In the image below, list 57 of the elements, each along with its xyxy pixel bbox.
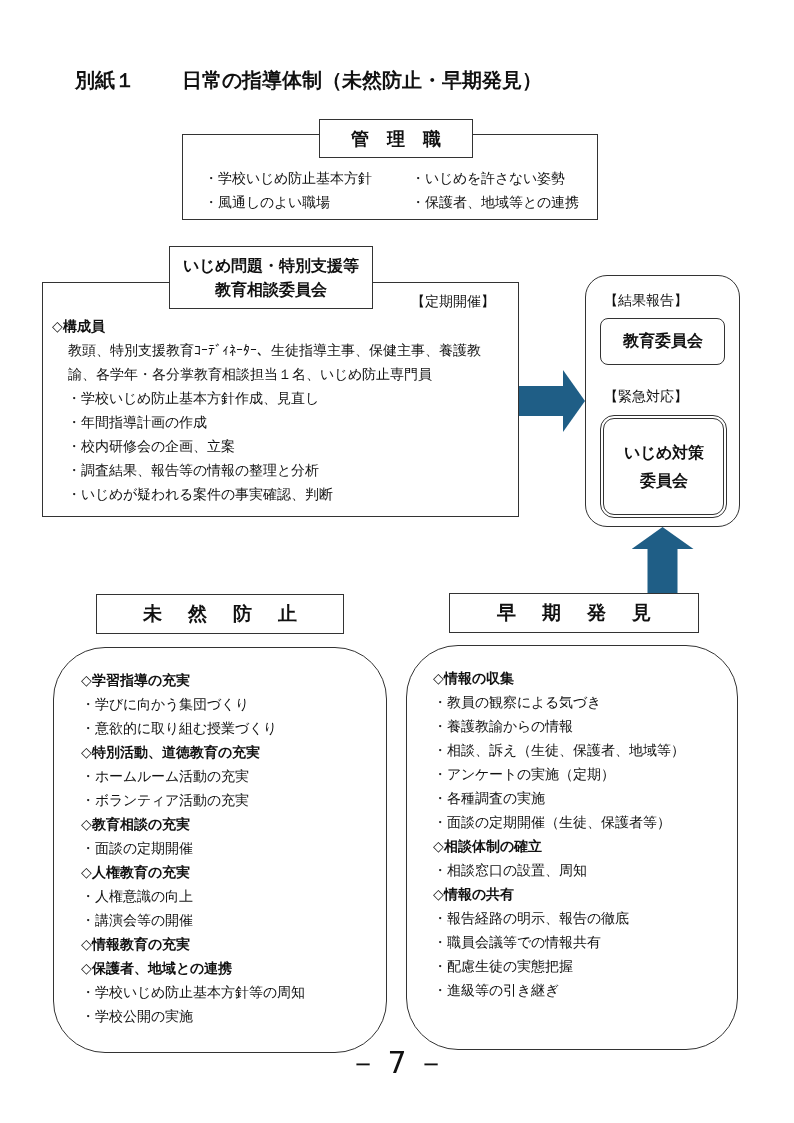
list-item: ・学校いじめ防止基本方針 bbox=[204, 169, 372, 188]
list-item: ・学校いじめ防止基本方針作成、見直し bbox=[67, 389, 319, 408]
list-heading: ◇情報の共有 bbox=[433, 885, 514, 904]
list-item: ・校内研修会の企画、立案 bbox=[67, 437, 235, 456]
list-item: ・教員の観察による気づき bbox=[433, 693, 601, 712]
list-item: ・意欲的に取り組む授業づくり bbox=[81, 719, 277, 738]
block-arrow bbox=[631, 527, 694, 593]
list-item: ・年間指導計画の作成 bbox=[67, 413, 207, 432]
page-number: － 7 － bbox=[347, 1046, 447, 1080]
list-item: ・面談の定期開催 bbox=[81, 839, 193, 858]
list-item: ・ボランティア活動の充実 bbox=[81, 791, 249, 810]
list-item: ・面談の定期開催（生徒、保護者等） bbox=[433, 813, 671, 832]
list-heading: ◇学習指導の充実 bbox=[81, 671, 190, 690]
double-rounded-box: いじめ対策委員会 bbox=[600, 415, 727, 518]
list-item: ・相談窓口の設置、周知 bbox=[433, 861, 587, 880]
list-heading: ◇相談体制の確立 bbox=[433, 837, 542, 856]
page-title: 日常の指導体制（未然防止・早期発見） bbox=[182, 67, 542, 93]
rounded-frame bbox=[585, 275, 740, 527]
heading-tab: 管理職 bbox=[319, 119, 473, 158]
list-item: ・人権意識の向上 bbox=[81, 887, 193, 906]
list-item: ・職員会議等での情報共有 bbox=[433, 933, 601, 952]
list-item: ・いじめが疑われる案件の事実確認、判断 bbox=[67, 485, 333, 504]
bracket-note: 【結果報告】 bbox=[604, 291, 688, 310]
list-heading: ◇情報教育の充実 bbox=[81, 935, 190, 954]
list-item: ・アンケートの実施（定期） bbox=[433, 765, 615, 784]
attachment-label: 別紙１ bbox=[75, 67, 135, 93]
list-item: ・進級等の引き継ぎ bbox=[433, 981, 559, 1000]
list-item: ・ホームルーム活動の充実 bbox=[81, 767, 249, 786]
heading-box: 早期発見 bbox=[449, 593, 699, 633]
list-heading: ◇教育相談の充実 bbox=[81, 815, 190, 834]
list-item: ・講演会等の開催 bbox=[81, 911, 193, 930]
list-item: ・学びに向かう集団づくり bbox=[81, 695, 249, 714]
rounded-box: 教育委員会 bbox=[600, 318, 725, 365]
list-item: ・養護教諭からの情報 bbox=[433, 717, 573, 736]
list-item: ・調査結果、報告等の情報の整理と分析 bbox=[67, 461, 319, 480]
bracket-note: 【緊急対応】 bbox=[604, 387, 688, 406]
list-item: ・報告経路の明示、報告の徹底 bbox=[433, 909, 629, 928]
list-heading: ◇人権教育の充実 bbox=[81, 863, 190, 882]
list-item: ・配慮生徒の実態把握 bbox=[433, 957, 573, 976]
block-arrow bbox=[519, 370, 585, 432]
list-heading: ◇情報の収集 bbox=[433, 669, 514, 688]
rounded-panel bbox=[406, 645, 738, 1050]
list-item: ・いじめを許さない姿勢 bbox=[411, 169, 565, 188]
rounded-panel bbox=[53, 647, 387, 1053]
list-item: ・保護者、地域等との連携 bbox=[411, 193, 579, 212]
member-list-text: 教頭、特別支援教育ｺｰﾃﾞｨﾈｰﾀｰ、生徒指導主事、保健主事、養護教諭、各学年・各分掌教育相談担当１名、いじめ防止専門員 bbox=[68, 341, 482, 384]
list-item: ・学校いじめ防止基本方針等の周知 bbox=[81, 983, 305, 1002]
list-heading: ◇保護者、地域との連携 bbox=[81, 959, 232, 978]
schedule-note: 【定期開催】 bbox=[411, 292, 495, 311]
list-item: ・各種調査の実施 bbox=[433, 789, 545, 808]
list-heading: ◇構成員 bbox=[52, 317, 105, 336]
list-item: ・相談、訴え（生徒、保護者、地域等） bbox=[433, 741, 685, 760]
list-item: ・学校公開の実施 bbox=[81, 1007, 193, 1026]
heading-tab: いじめ問題・特別支援等教育相談委員会 bbox=[169, 246, 373, 309]
list-heading: ◇特別活動、道徳教育の充実 bbox=[81, 743, 260, 762]
heading-box: 未然防止 bbox=[96, 594, 344, 634]
list-item: ・風通しのよい職場 bbox=[204, 193, 330, 212]
